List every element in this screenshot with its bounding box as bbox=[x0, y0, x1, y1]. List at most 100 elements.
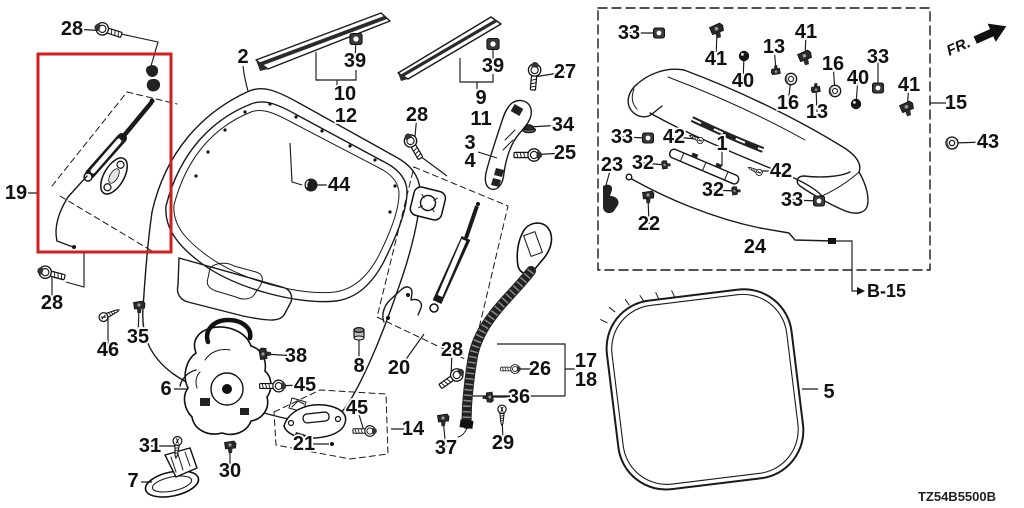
bolt-icon bbox=[35, 263, 67, 285]
part-callout-33-58[interactable]: 33 bbox=[779, 187, 805, 213]
clip-icon bbox=[810, 82, 821, 94]
clip-icon bbox=[898, 99, 917, 119]
part-callout-6-20[interactable]: 6 bbox=[159, 376, 174, 402]
nut-icon bbox=[349, 32, 363, 46]
leader-line bbox=[356, 407, 365, 432]
cyl-icon bbox=[353, 327, 365, 341]
bolt-icon bbox=[500, 364, 522, 374]
part-callout-1-53[interactable]: 1 bbox=[715, 131, 730, 157]
part-callout-18-36[interactable]: 18 bbox=[573, 367, 599, 393]
part-callout-33-38[interactable]: 33 bbox=[616, 20, 642, 46]
part-callout-13-45[interactable]: 13 bbox=[804, 99, 830, 125]
highlight-box bbox=[36, 52, 173, 254]
part-callout-25-14[interactable]: 25 bbox=[552, 140, 578, 166]
part-callout-28-30[interactable]: 28 bbox=[439, 337, 465, 363]
part-callout-22-59[interactable]: 22 bbox=[636, 211, 662, 237]
clip-icon bbox=[642, 190, 655, 204]
part-callout-39-6[interactable]: 39 bbox=[480, 53, 506, 79]
bolt-icon bbox=[513, 148, 543, 162]
clip-icon bbox=[258, 347, 272, 360]
part-callout-8-28[interactable]: 8 bbox=[352, 353, 367, 379]
part-callout-35-18[interactable]: 35 bbox=[125, 324, 151, 350]
bolt-icon bbox=[92, 19, 124, 42]
part-callout-30-23[interactable]: 30 bbox=[217, 458, 243, 484]
part-callout-16-44[interactable]: 16 bbox=[820, 51, 846, 77]
clip-icon bbox=[796, 48, 815, 68]
part-callout-11-8[interactable]: 11 bbox=[469, 106, 494, 132]
part-callout-41-39[interactable]: 41 bbox=[703, 46, 729, 72]
part-callout-45-26[interactable]: 45 bbox=[344, 395, 370, 421]
plug-icon bbox=[303, 177, 319, 193]
fr-label: FR. bbox=[944, 34, 973, 59]
part-callout-32-57[interactable]: 32 bbox=[700, 177, 726, 203]
part-callout-34-11[interactable]: 34 bbox=[550, 112, 577, 138]
part-callout-21-25[interactable]: 21 bbox=[291, 431, 317, 457]
part-callout-43-50[interactable]: 43 bbox=[975, 129, 1001, 155]
part-callout-41-42[interactable]: 41 bbox=[793, 19, 819, 45]
capnut-icon bbox=[522, 124, 536, 134]
part-callout-40-46[interactable]: 40 bbox=[845, 65, 871, 91]
part-callout-39-3[interactable]: 39 bbox=[342, 48, 368, 74]
part-callout-46-17[interactable]: 46 bbox=[95, 337, 121, 363]
nut-icon bbox=[486, 37, 500, 51]
screw-icon bbox=[497, 404, 507, 426]
part-callout-42-56[interactable]: 42 bbox=[768, 158, 794, 184]
part-callout-12-5[interactable]: 12 bbox=[333, 103, 359, 129]
part-callout-2-2[interactable]: 2 bbox=[236, 44, 251, 70]
part-callout-31-22[interactable]: 31 bbox=[137, 433, 163, 459]
part-callout-36-32[interactable]: 36 bbox=[506, 384, 532, 410]
part-callout-40-40[interactable]: 40 bbox=[730, 68, 756, 94]
part-callout-19-1[interactable]: 19 bbox=[3, 180, 29, 206]
part-callout-4-13[interactable]: 4 bbox=[463, 148, 479, 174]
grommet-icon bbox=[784, 72, 798, 86]
grommet-icon bbox=[945, 136, 959, 150]
diagram-code: TZ54B5500B bbox=[918, 489, 996, 504]
ball-icon bbox=[850, 98, 862, 110]
part-callout-15-49[interactable]: 15 bbox=[943, 90, 969, 116]
bolt-icon bbox=[352, 425, 378, 437]
part-callout-27-9[interactable]: 27 bbox=[552, 59, 578, 85]
part-callout-13-41[interactable]: 13 bbox=[761, 34, 787, 60]
diagram-line-art bbox=[25, 7, 946, 498]
b15-reference[interactable]: B-15 bbox=[867, 281, 906, 301]
clip-icon bbox=[661, 160, 672, 170]
part-callout-28-10[interactable]: 28 bbox=[404, 102, 430, 128]
screw-icon bbox=[746, 164, 764, 177]
clip-icon bbox=[437, 413, 450, 427]
part-callout-17-35[interactable]: 17 bbox=[573, 348, 599, 374]
part-callout-44-15[interactable]: 44 bbox=[326, 172, 353, 198]
part-callout-37-33[interactable]: 37 bbox=[433, 435, 459, 461]
part-callout-28-16[interactable]: 28 bbox=[39, 290, 65, 316]
part-callout-7-24[interactable]: 7 bbox=[126, 468, 141, 494]
part-callout-32-55[interactable]: 32 bbox=[630, 150, 656, 176]
part-callout-14-27[interactable]: 14 bbox=[400, 416, 427, 442]
leader-line bbox=[528, 124, 564, 128]
part-callout-29-34[interactable]: 29 bbox=[490, 430, 516, 456]
part-callout-38-19[interactable]: 38 bbox=[283, 343, 309, 369]
part-callout-33-51[interactable]: 33 bbox=[609, 124, 635, 150]
clip-icon bbox=[481, 391, 494, 403]
fr-arrow-icon bbox=[973, 23, 1007, 44]
part-callout-10-4[interactable]: 10 bbox=[332, 81, 358, 107]
part-callout-24-60[interactable]: 24 bbox=[742, 234, 769, 260]
part-callout-9-7[interactable]: 9 bbox=[474, 85, 489, 111]
part-callout-23-54[interactable]: 23 bbox=[599, 152, 625, 178]
nut-icon bbox=[642, 132, 654, 144]
ball-icon bbox=[738, 50, 750, 62]
part-callout-41-48[interactable]: 41 bbox=[896, 72, 922, 98]
part-callout-26-31[interactable]: 26 bbox=[527, 356, 553, 382]
part-callout-5-37[interactable]: 5 bbox=[822, 379, 837, 405]
part-callout-3-12[interactable]: 3 bbox=[463, 130, 478, 156]
part-callout-33-47[interactable]: 33 bbox=[865, 44, 891, 70]
part-callout-45-21[interactable]: 45 bbox=[292, 372, 318, 398]
clip-icon bbox=[708, 21, 727, 41]
part-callout-28-0[interactable]: 28 bbox=[59, 16, 85, 42]
grommet-icon bbox=[828, 84, 842, 98]
part-callout-16-43[interactable]: 16 bbox=[775, 90, 801, 116]
part-callout-20-29[interactable]: 20 bbox=[386, 355, 412, 381]
front-direction-indicator: FR. bbox=[944, 23, 1007, 60]
part-callout-42-52[interactable]: 42 bbox=[661, 124, 687, 150]
nut-icon bbox=[813, 195, 825, 207]
